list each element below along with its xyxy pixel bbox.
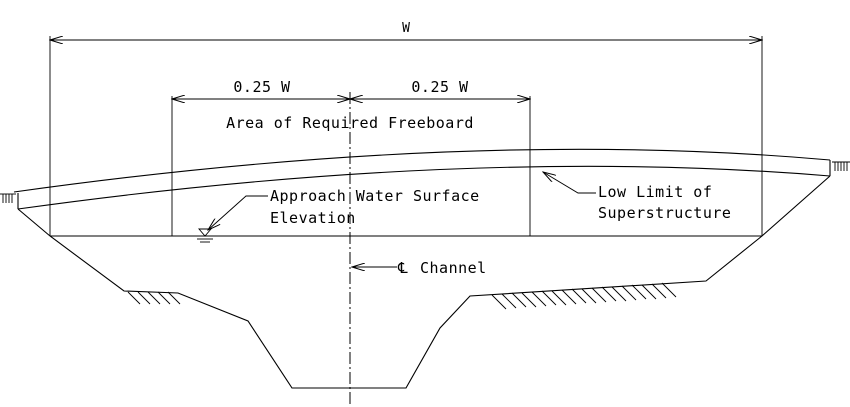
water-surface-label-1: Approach Water Surface [270,187,480,205]
low-limit-label-1: Low Limit of [598,183,712,201]
ground-hatch-right [491,282,677,310]
abutment-hatch-left [0,193,16,203]
low-limit-leader [543,172,596,194]
water-surface-symbol [197,228,213,243]
ground-hatch-left [127,291,181,305]
water-leader [208,195,268,230]
channel-label: Channel [420,259,487,277]
water-surface-label-2: Elevation [270,209,356,227]
centerline-symbol: ℄ [397,259,408,277]
w-label: W [402,21,410,36]
deck-bottom-line [17,165,831,210]
deck-top-line [13,148,831,193]
quarter-label-right: 0.25 W [411,78,469,96]
low-limit-label-2: Superstructure [598,204,731,222]
quarter-label-left: 0.25 W [233,78,291,96]
abutment-hatch-right [832,161,850,171]
channel-profile [17,175,831,389]
